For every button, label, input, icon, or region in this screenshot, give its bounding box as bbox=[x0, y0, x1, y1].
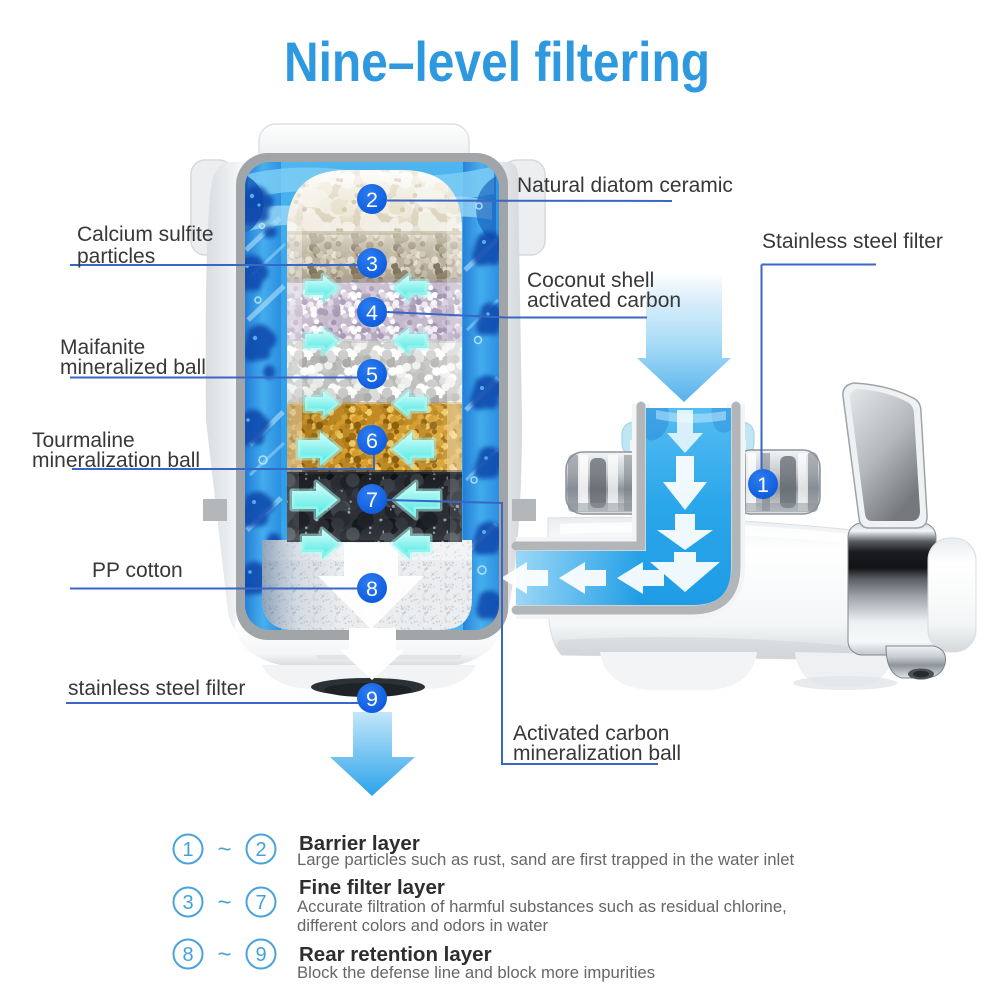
svg-text:Rear retention layer: Rear retention layer bbox=[299, 943, 492, 966]
svg-text:7: 7 bbox=[255, 892, 266, 914]
svg-text:~: ~ bbox=[217, 836, 231, 863]
svg-text:7: 7 bbox=[366, 488, 378, 512]
svg-text:Maifanite: Maifanite bbox=[60, 336, 145, 359]
svg-text:2: 2 bbox=[255, 839, 266, 861]
svg-text:Large particles such as rust,: Large particles such as rust, sand are f… bbox=[297, 850, 795, 869]
svg-text:activated carbon: activated carbon bbox=[527, 289, 681, 312]
svg-text:6: 6 bbox=[366, 429, 378, 453]
svg-text:~: ~ bbox=[217, 941, 231, 968]
svg-text:3: 3 bbox=[366, 252, 378, 276]
svg-text:mineralization ball: mineralization ball bbox=[513, 742, 681, 765]
svg-text:Calcium sulfite: Calcium sulfite bbox=[77, 223, 214, 246]
svg-text:Activated carbon: Activated carbon bbox=[513, 722, 669, 745]
svg-text:~: ~ bbox=[217, 889, 231, 916]
svg-text:Accurate filtration of harmful: Accurate filtration of harmful substance… bbox=[297, 897, 787, 916]
svg-text:PP cotton: PP cotton bbox=[92, 559, 183, 582]
svg-text:Stainless steel filter: Stainless steel filter bbox=[762, 230, 943, 253]
svg-text:2: 2 bbox=[366, 188, 378, 212]
svg-text:9: 9 bbox=[255, 944, 266, 966]
svg-text:Barrier layer: Barrier layer bbox=[299, 832, 420, 855]
svg-text:5: 5 bbox=[366, 363, 378, 387]
svg-text:Natural diatom ceramic: Natural diatom ceramic bbox=[517, 174, 733, 197]
svg-text:Coconut shell: Coconut shell bbox=[527, 269, 654, 292]
svg-text:8: 8 bbox=[182, 944, 193, 966]
svg-text:stainless steel filter: stainless steel filter bbox=[68, 677, 245, 700]
svg-text:8: 8 bbox=[366, 577, 378, 601]
svg-text:3: 3 bbox=[182, 892, 193, 914]
svg-text:Nine–level filtering: Nine–level filtering bbox=[284, 30, 710, 93]
svg-text:different colors and odors in: different colors and odors in water bbox=[297, 916, 549, 935]
svg-text:4: 4 bbox=[366, 301, 378, 325]
svg-text:Block the defense line and blo: Block the defense line and block more im… bbox=[297, 963, 655, 982]
svg-text:particles: particles bbox=[77, 245, 155, 268]
svg-text:mineralization ball: mineralization ball bbox=[32, 449, 200, 472]
svg-text:mineralized ball: mineralized ball bbox=[60, 356, 206, 379]
svg-text:9: 9 bbox=[366, 687, 378, 711]
svg-text:Tourmaline: Tourmaline bbox=[32, 429, 135, 452]
svg-text:1: 1 bbox=[182, 839, 193, 861]
svg-text:1: 1 bbox=[757, 473, 769, 497]
svg-text:Fine filter layer: Fine filter layer bbox=[299, 876, 445, 899]
